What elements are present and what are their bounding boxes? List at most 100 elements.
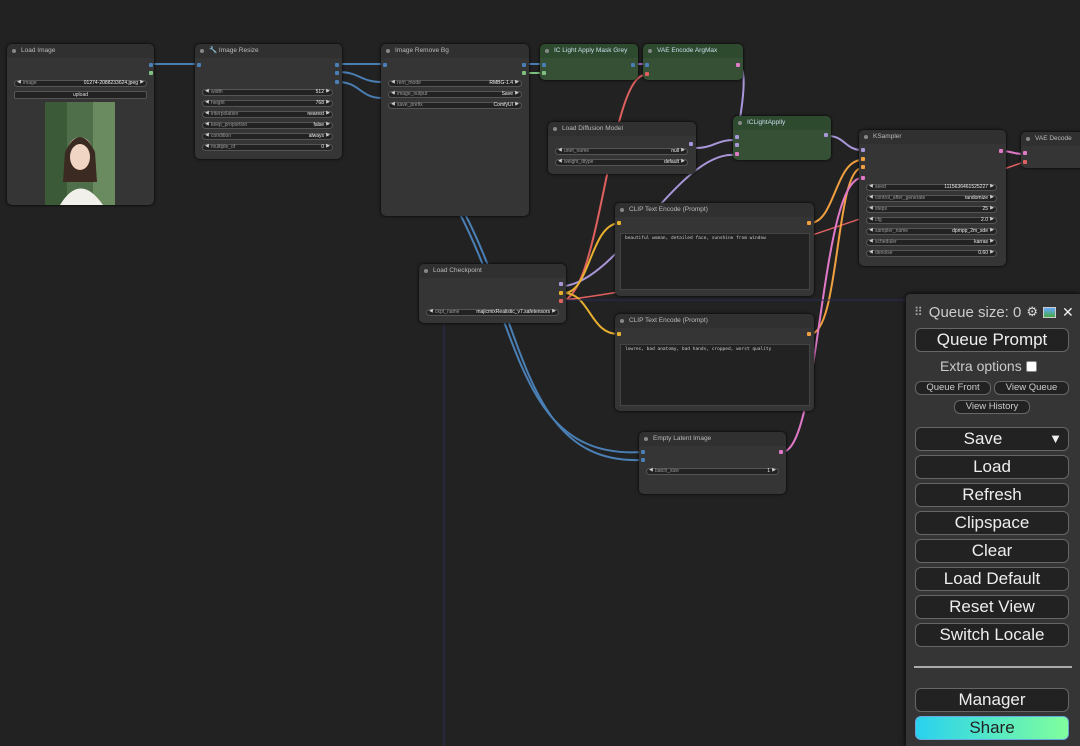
arrow-left-icon[interactable]: ◀: [205, 88, 209, 94]
input-slot[interactable]: [617, 221, 621, 225]
arrow-left-icon[interactable]: ◀: [558, 147, 562, 153]
arrow-left-icon[interactable]: ◀: [558, 158, 562, 164]
iclight-apply-node[interactable]: ICLightApplly: [733, 116, 831, 160]
input-slot[interactable]: [617, 332, 621, 336]
arrow-right-icon[interactable]: ▶: [326, 99, 330, 105]
input-slot[interactable]: [645, 63, 649, 67]
collapse-dot-icon[interactable]: [648, 49, 652, 53]
arrow-right-icon[interactable]: ▶: [515, 101, 519, 107]
arrow-left-icon[interactable]: ◀: [17, 79, 21, 85]
image-icon[interactable]: [1043, 306, 1057, 318]
collapse-dot-icon[interactable]: [545, 49, 549, 53]
arrow-right-icon[interactable]: ▶: [681, 158, 685, 164]
prompt-textarea[interactable]: beautiful woman, detailed face, sunshine…: [620, 233, 810, 290]
collapse-dot-icon[interactable]: [386, 49, 390, 53]
input-slot[interactable]: [861, 148, 865, 152]
arrow-right-icon[interactable]: ▶: [326, 110, 330, 116]
collapse-dot-icon[interactable]: [424, 269, 428, 273]
arrow-right-icon[interactable]: ▶: [140, 79, 144, 85]
output-slot[interactable]: [522, 71, 526, 75]
output-slot[interactable]: [736, 63, 740, 67]
arrow-left-icon[interactable]: ◀: [205, 132, 209, 138]
arrow-left-icon[interactable]: ◀: [869, 194, 873, 200]
output-slot[interactable]: [559, 299, 563, 303]
output-slot[interactable]: [335, 80, 339, 84]
input-slot[interactable]: [1023, 160, 1027, 164]
arrow-right-icon[interactable]: ▶: [990, 249, 994, 255]
queue-prompt-button[interactable]: Queue Prompt: [915, 328, 1069, 352]
arrow-right-icon[interactable]: ▶: [772, 467, 776, 473]
input-slot[interactable]: [861, 176, 865, 180]
collapse-dot-icon[interactable]: [620, 208, 624, 212]
input-slot[interactable]: [641, 458, 645, 462]
arrow-right-icon[interactable]: ▶: [990, 216, 994, 222]
queue-front-button[interactable]: Queue Front: [915, 381, 991, 395]
input-slot[interactable]: [861, 165, 865, 169]
collapse-dot-icon[interactable]: [620, 319, 624, 323]
gear-icon[interactable]: ⚙: [1026, 304, 1039, 319]
arrow-right-icon[interactable]: ▶: [990, 205, 994, 211]
clipspace-button[interactable]: Clipspace: [915, 511, 1069, 535]
collapse-dot-icon[interactable]: [644, 437, 648, 441]
arrow-left-icon[interactable]: ◀: [391, 79, 395, 85]
collapse-dot-icon[interactable]: [1026, 137, 1030, 141]
arrow-left-icon[interactable]: ◀: [205, 143, 209, 149]
input-slot[interactable]: [735, 152, 739, 156]
refresh-button[interactable]: Refresh: [915, 483, 1069, 507]
arrow-left-icon[interactable]: ◀: [649, 467, 653, 473]
arrow-right-icon[interactable]: ▶: [990, 183, 994, 189]
upload-button[interactable]: upload: [14, 91, 147, 99]
vae-encode-argmax-node[interactable]: VAE Encode ArgMax: [643, 44, 743, 80]
output-slot[interactable]: [149, 71, 153, 75]
arrow-right-icon[interactable]: ▶: [990, 227, 994, 233]
arrow-left-icon[interactable]: ◀: [205, 121, 209, 127]
output-slot[interactable]: [807, 221, 811, 225]
arrow-right-icon[interactable]: ▶: [681, 147, 685, 153]
save-button[interactable]: Save▼: [915, 427, 1069, 451]
input-slot[interactable]: [383, 63, 387, 67]
collapse-dot-icon[interactable]: [12, 49, 16, 53]
input-slot[interactable]: [542, 63, 546, 67]
output-slot[interactable]: [335, 63, 339, 67]
view-queue-button[interactable]: View Queue: [994, 381, 1069, 395]
arrow-right-icon[interactable]: ▶: [326, 132, 330, 138]
input-slot[interactable]: [645, 72, 649, 76]
output-slot[interactable]: [689, 142, 693, 146]
arrow-left-icon[interactable]: ◀: [869, 216, 873, 222]
input-slot[interactable]: [641, 450, 645, 454]
switch-locale-button[interactable]: Switch Locale: [915, 623, 1069, 647]
vae-decode-node[interactable]: VAE Decode: [1021, 132, 1080, 168]
drag-handle-icon[interactable]: ⠿: [914, 305, 923, 319]
output-slot[interactable]: [631, 63, 635, 67]
arrow-right-icon[interactable]: ▶: [990, 194, 994, 200]
arrow-right-icon[interactable]: ▶: [552, 308, 556, 314]
output-slot[interactable]: [824, 133, 828, 137]
dropdown-arrow-icon[interactable]: ▼: [1049, 431, 1062, 446]
arrow-left-icon[interactable]: ◀: [429, 308, 433, 314]
arrow-left-icon[interactable]: ◀: [205, 110, 209, 116]
collapse-dot-icon[interactable]: [738, 121, 742, 125]
arrow-right-icon[interactable]: ▶: [990, 238, 994, 244]
clip-text-encode-positive-node[interactable]: CLIP Text Encode (Prompt) beautiful woma…: [615, 203, 814, 296]
manager-button[interactable]: Manager: [915, 688, 1069, 712]
input-slot[interactable]: [197, 63, 201, 67]
input-slot[interactable]: [861, 157, 865, 161]
